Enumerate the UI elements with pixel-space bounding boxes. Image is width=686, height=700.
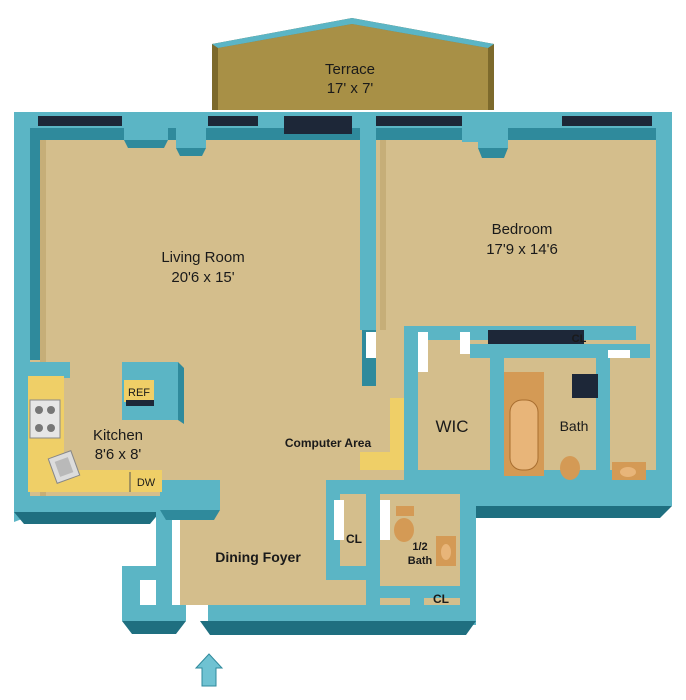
- kitchen-size: 8'6 x 8': [95, 446, 142, 463]
- half-bath-number: 1/2: [412, 541, 427, 553]
- sink-icon: [47, 450, 81, 484]
- entry-arrow-icon: [194, 653, 224, 687]
- bedroom-size: 17'9 x 14'6: [486, 241, 558, 258]
- wic-name: WIC: [435, 417, 468, 436]
- window: [562, 116, 652, 126]
- bath-name: Bath: [560, 418, 589, 434]
- windows: [38, 116, 652, 134]
- closet-foyer-label: CL: [346, 532, 362, 546]
- half-bath-name: Bath: [408, 555, 433, 567]
- bedroom-name: Bedroom: [492, 221, 553, 238]
- kitchen-area: [26, 362, 184, 492]
- terrace: [212, 18, 494, 110]
- dw-label: DW: [137, 477, 156, 489]
- bathroom-fixtures: [394, 372, 646, 566]
- sink-icon: [612, 462, 646, 480]
- ref-label: REF: [128, 387, 150, 399]
- computer-desk: [360, 398, 404, 470]
- window: [38, 116, 122, 126]
- doors: [186, 332, 630, 621]
- interior-walls: [326, 112, 660, 610]
- terrace-door: [284, 116, 352, 134]
- stove-icon: [29, 399, 61, 439]
- dining-foyer-name: Dining Foyer: [215, 549, 301, 565]
- window: [208, 116, 258, 126]
- toilet-icon: [394, 506, 414, 542]
- refrigerator: [124, 380, 154, 402]
- window: [376, 116, 462, 126]
- bathtub-icon: [504, 372, 544, 476]
- closet-entry-label: CL: [433, 592, 449, 606]
- kitchen-name: Kitchen: [93, 427, 143, 444]
- terrace-size: 17' x 7': [327, 80, 374, 97]
- exterior-walls: [14, 112, 672, 635]
- computer-area-name: Computer Area: [285, 436, 372, 450]
- toilet-icon: [560, 456, 580, 480]
- closet-bedroom-label: CL: [572, 333, 587, 345]
- living-room-size: 20'6 x 15': [171, 269, 234, 286]
- sink-icon: [436, 536, 456, 566]
- pilasters: [124, 112, 508, 158]
- living-room-name: Living Room: [161, 249, 244, 266]
- terrace-name: Terrace: [325, 61, 375, 78]
